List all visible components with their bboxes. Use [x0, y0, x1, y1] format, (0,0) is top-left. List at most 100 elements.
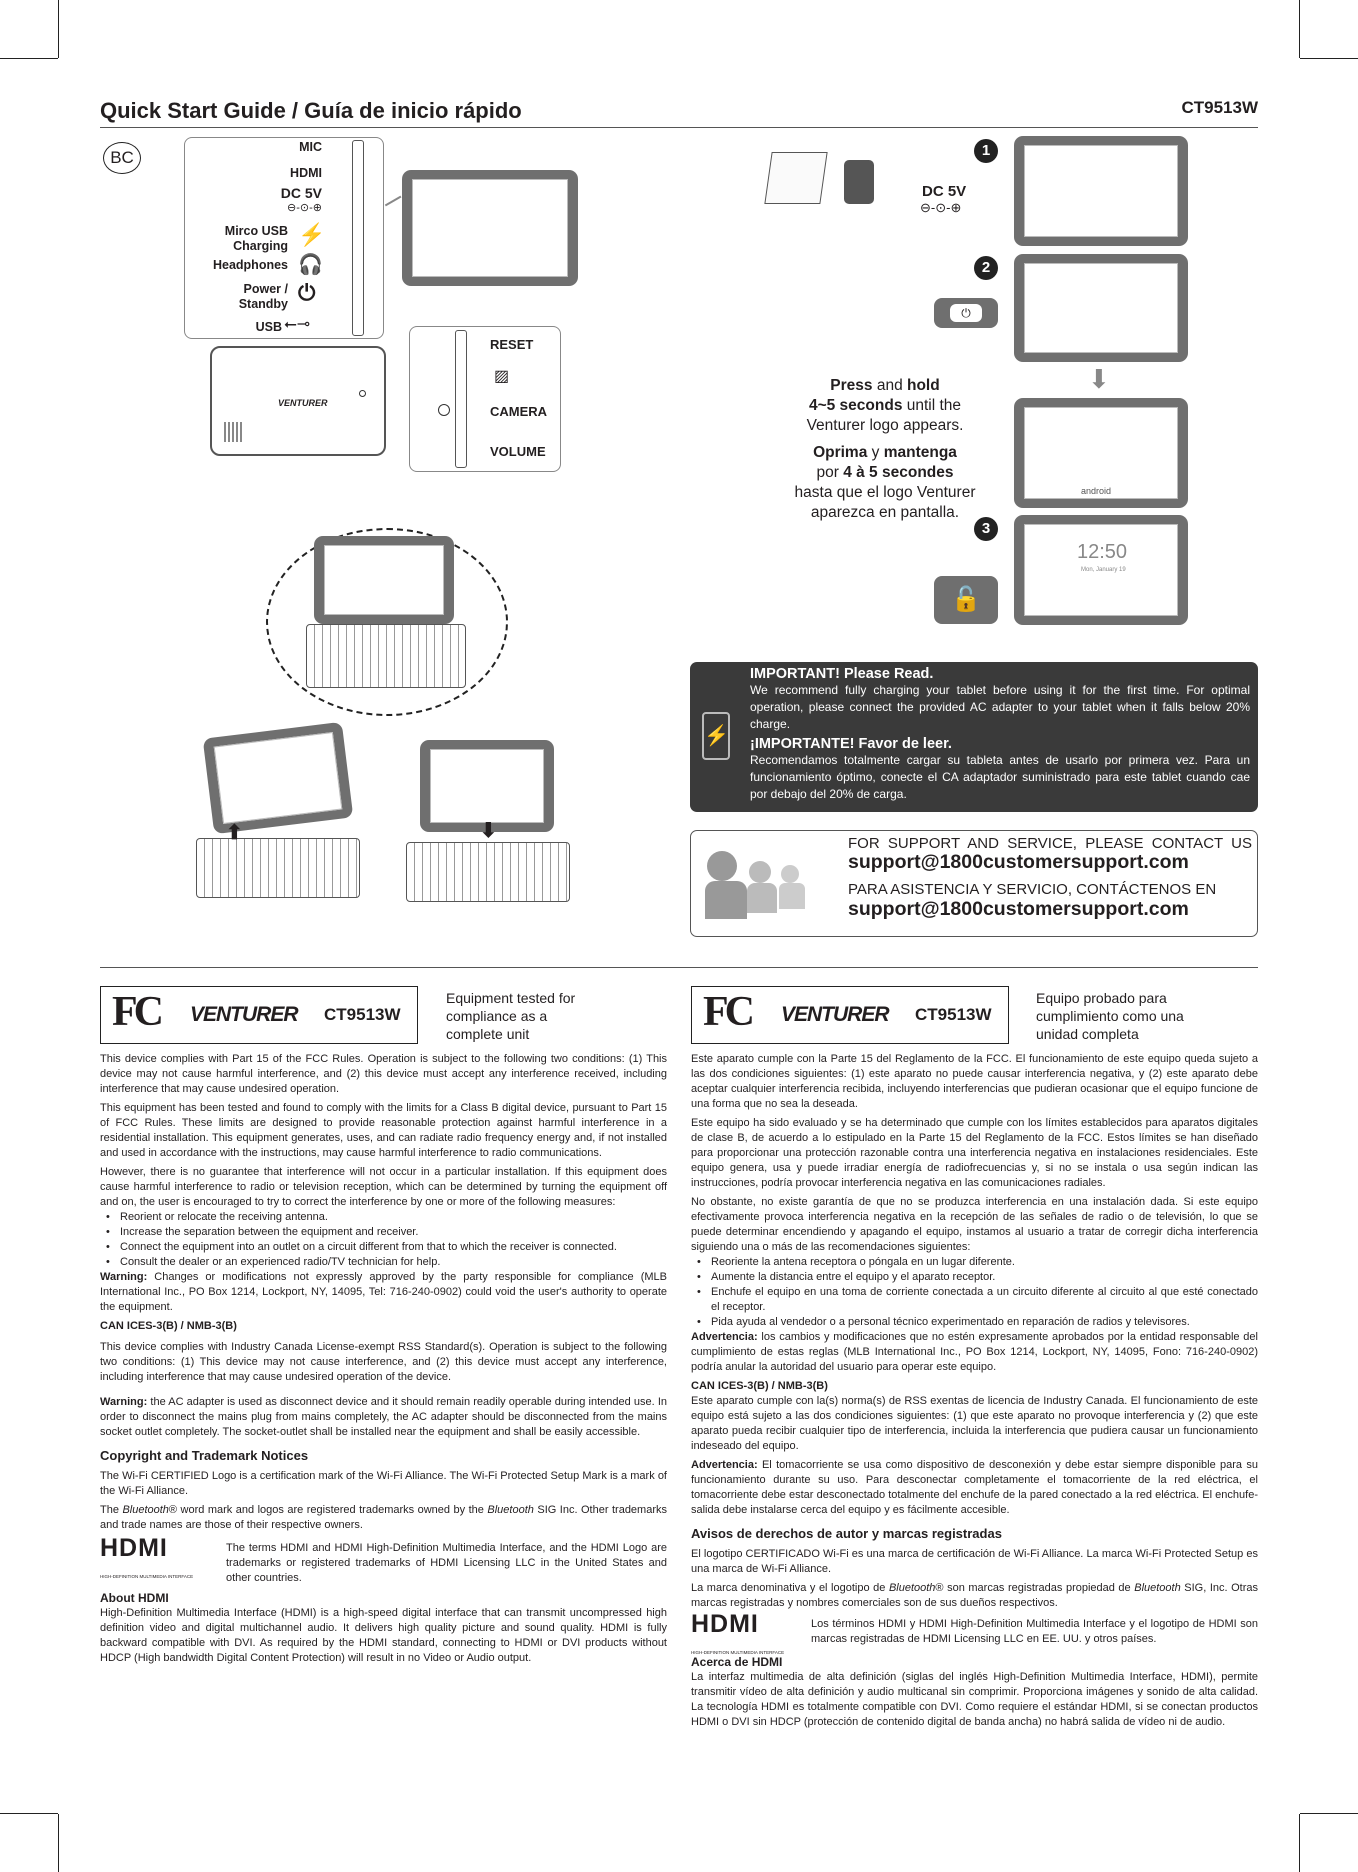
port-hdmi-label: HDMI — [290, 166, 322, 180]
step-1-tablet-screen — [1024, 145, 1178, 237]
down-arrow-icon: ⬇ — [1088, 364, 1110, 394]
model-number: CT9513W — [1181, 98, 1258, 117]
bt-word: Bluetooth — [487, 1504, 534, 1516]
copyright-heading: Avisos de derechos de autor y marcas reg… — [691, 1526, 1002, 1541]
warning2-label: Advertencia: — [691, 1459, 758, 1471]
bt-text: La marca denominativa y el logotipo de — [691, 1582, 889, 1594]
support-text-en: FOR SUPPORT AND SERVICE, PLEASE CONTACT … — [848, 835, 1252, 873]
step-2-tablet-screen — [1024, 263, 1178, 353]
boot-tablet-image: android — [1014, 398, 1188, 508]
port-dc-label: DC 5V — [280, 185, 322, 201]
power-button-image: ⏻ — [934, 298, 998, 328]
crop-mark — [58, 1814, 59, 1872]
about-hdmi-heading: About HDMI — [100, 1591, 169, 1605]
model-label-en: CT9513W — [324, 1005, 401, 1024]
bt-word: Bluetooth — [1134, 1582, 1181, 1594]
list-item: Aumente la distancia entre el equipo y e… — [691, 1270, 1258, 1285]
volume-label: VOLUME — [490, 444, 546, 459]
tablet-back-image: VENTURER — [210, 346, 386, 456]
port-mic-label: MIC — [299, 140, 322, 154]
step-1-tablet-image — [1014, 136, 1188, 246]
hdmi-notice: HDMI HIGH-DEFINITION MULTIMEDIA INTERFAC… — [100, 1536, 667, 1585]
support-box: FOR SUPPORT AND SERVICE, PLEASE CONTACT … — [690, 830, 1258, 937]
crop-mark — [0, 1813, 58, 1814]
copyright-heading: Copyright and Trademark Notices — [100, 1448, 309, 1463]
bt-text: The — [100, 1504, 123, 1516]
boot-tablet-screen: android — [1024, 407, 1178, 499]
attach-tablet-screen — [430, 749, 544, 823]
headphones-icon: 🎧 — [298, 254, 323, 276]
warning2-paragraph: Warning: the AC adapter is used as disco… — [100, 1395, 667, 1440]
important-body-es: Recomendamos totalmente cargar su tablet… — [750, 753, 1250, 801]
bt-text: ® son marcas registradas propiedad de — [935, 1582, 1135, 1594]
fcc-logo-box-en — [100, 986, 418, 1044]
fcc-logo: FC — [703, 989, 755, 1035]
support-email-es[interactable]: support@1800customersupport.com — [848, 898, 1189, 920]
port-usb-charging-label: Mirco USB Charging — [224, 224, 288, 253]
reset-label: RESET — [490, 337, 534, 352]
warning-paragraph: Advertencia: los cambios y modificacione… — [691, 1330, 1258, 1375]
important-content: IMPORTANT! Please Read. We recommend ful… — [750, 666, 1250, 803]
port-headphones-label: Headphones — [212, 258, 288, 272]
warning2-label: Warning: — [100, 1396, 148, 1408]
about-hdmi-paragraph: High-Definition Multimedia Interface (HD… — [100, 1607, 667, 1664]
warning2-paragraph: Advertencia: El tomacorriente se usa com… — [691, 1458, 1258, 1518]
measures-list: Reoriente la antena receptora o póngala … — [691, 1255, 1258, 1330]
section-divider — [100, 967, 1258, 968]
port-dc-symbol: ⊖-⊙-⊕ — [287, 202, 322, 214]
important-heading-es: ¡IMPORTANTE! Favor de leer. — [750, 736, 952, 752]
warning2-text: El tomacorriente se usa como dispositivo… — [691, 1459, 1258, 1516]
support-email[interactable]: support@1800customersupport.com — [848, 851, 1189, 873]
step-3-tablet-screen: 12:50 Mon, January 19 — [1024, 524, 1178, 616]
port-power-label: Power / Standby — [238, 282, 288, 311]
warning-label: Advertencia: — [691, 1331, 758, 1343]
warning-text: Changes or modifications not expressly a… — [100, 1271, 667, 1313]
hdmi-tagline: HIGH-DEFINITION MULTIMEDIA INTERFACE — [100, 1574, 194, 1579]
por-word: por — [816, 464, 844, 481]
usb-icon: ⭠⊸ — [284, 316, 311, 333]
about-hdmi-paragraph: La interfaz multimedia de alta definició… — [691, 1671, 1258, 1728]
port-usb-label: USB — [255, 320, 282, 334]
hdmi-text: Los términos HDMI y HDMI High-Definition… — [811, 1618, 1258, 1645]
list-item: Enchufe el equipo en una toma de corrien… — [691, 1285, 1258, 1315]
press-word: Press — [830, 377, 873, 394]
support-line-en: FOR SUPPORT AND SERVICE, PLEASE CONTACT … — [848, 835, 1252, 852]
important-heading-en: IMPORTANT! Please Read. — [750, 666, 934, 682]
detach-keyboard-image — [196, 838, 360, 898]
bt-word: Bluetooth — [122, 1504, 169, 1516]
bt-text: SIG, Inc. Otras marcas registradas y nom… — [691, 1582, 1259, 1609]
crop-mark — [1300, 58, 1358, 59]
page-title: Quick Start Guide / Guía de inicio rápid… — [100, 98, 522, 123]
camera-label: CAMERA — [490, 404, 548, 419]
important-body-en: We recommend fully charging your tablet … — [750, 683, 1250, 731]
dock-zoom-circle — [266, 528, 508, 716]
tablet-screen — [412, 179, 568, 277]
camera-icon — [438, 404, 450, 416]
compliance-column-en: This device complies with Part 15 of the… — [100, 1052, 667, 1670]
lock-clock: 12:50 — [1077, 541, 1128, 563]
buttons-panel — [409, 326, 561, 472]
attach-keyboard-image — [406, 842, 570, 902]
wifi-paragraph: The Wi-Fi CERTIFIED Logo is a certificat… — [100, 1470, 667, 1497]
can-ices-heading: CAN ICES-3(B) / NMB-3(B) — [100, 1320, 237, 1332]
down-arrow-icon: ⬇ — [480, 820, 497, 842]
fcc-paragraph-2: This equipment has been tested and found… — [100, 1102, 667, 1159]
list-item: Consult the dealer or an experienced rad… — [100, 1255, 667, 1270]
step-2-badge: 2 — [974, 256, 998, 280]
fcc-paragraph-1: Este aparato cumple con la Parte 15 del … — [691, 1053, 1258, 1110]
crop-mark — [0, 58, 58, 59]
warning-label: Warning: — [100, 1271, 148, 1283]
fcc-logo-box-es — [691, 986, 1009, 1044]
step-3-badge: 3 — [974, 517, 998, 541]
warning2-text: the AC adapter is used as disconnect dev… — [100, 1396, 667, 1438]
oprima-y: y — [867, 444, 884, 461]
fcc-paragraph-3: No obstante, no existe garantía de que n… — [691, 1196, 1258, 1253]
lock-date: Mon, January 19 — [1081, 567, 1126, 573]
crop-mark — [1299, 0, 1300, 58]
bt-text: ® word mark and logos are registered tra… — [168, 1504, 488, 1516]
support-content: FOR SUPPORT AND SERVICE, PLEASE CONTACT … — [848, 835, 1252, 921]
dock-tablet-screen — [324, 545, 444, 615]
press-seconds: 4~5 seconds — [808, 397, 903, 414]
oprima-word: Oprima — [813, 444, 868, 461]
speaker-grille — [224, 422, 244, 442]
